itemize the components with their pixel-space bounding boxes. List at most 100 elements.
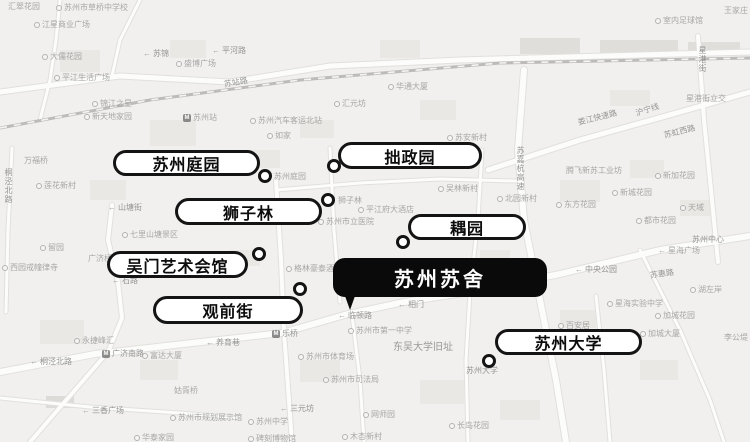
map-label-text: 苏惠路 [649, 267, 675, 280]
poi-badge-icon [170, 414, 176, 421]
map-label-text: 苏州汽车客运北站 [258, 116, 322, 125]
map-label-text: 山塘街 [118, 203, 142, 212]
map-label-text: 碑刻博物馆 [256, 434, 296, 442]
poi-callout[interactable]: 苏州大学 [495, 329, 642, 355]
poi-callout[interactable]: 吴门艺术会馆 [107, 251, 248, 278]
poi-badge-icon [267, 132, 273, 139]
poi-badge-icon [655, 17, 661, 24]
poi-callout[interactable]: 耦园 [408, 214, 526, 240]
map-label: ←平河路 [212, 46, 246, 55]
map-label-text: 华通大厦 [396, 82, 428, 91]
poi-badge-icon [449, 422, 455, 429]
poi-dot[interactable] [396, 235, 410, 249]
map-label-text: 汇元坊 [342, 99, 366, 108]
map-label: 苏虹西路 [663, 123, 696, 139]
poi-badge-icon [388, 83, 394, 90]
primary-callout[interactable]: 苏州苏舍 [333, 258, 547, 310]
map-label-text: 新加花园 [663, 171, 695, 180]
map-label-text: 莲花新村 [44, 181, 76, 190]
map-label-text: 苏州站 [193, 113, 217, 122]
map-label: ←桐泾北路 [30, 357, 72, 366]
map-label: 星海实验中学 [607, 299, 663, 308]
poi-badge-icon [318, 218, 324, 225]
poi-callout[interactable]: 狮子林 [175, 198, 322, 225]
poi-badge-icon [286, 265, 292, 272]
poi-badge-icon [248, 435, 254, 442]
map-label: ←石路 [112, 276, 138, 285]
direction-arrow-icon: ← [280, 404, 288, 413]
direction-arrow-icon: ← [398, 300, 406, 309]
poi-badge-icon [40, 244, 46, 251]
map-label: 苏州大学 [466, 366, 498, 375]
poi-callout-label: 观前街 [202, 304, 254, 321]
map-label-text: 室内足球馆 [663, 16, 703, 25]
map-label-text: 苏州市司法局 [331, 375, 379, 384]
map-label: ←相门 [398, 300, 424, 309]
poi-badge-icon [556, 201, 562, 208]
map-label: 天域 [680, 203, 704, 212]
map-label: 平江府大酒店 [358, 205, 414, 214]
poi-dot[interactable] [252, 247, 266, 261]
map-label-text: 新天地家园 [92, 112, 132, 121]
map-label-text: 广济南路 [112, 349, 144, 358]
map-label: ←苏锦 [143, 49, 169, 58]
map-label: 星港街 [698, 46, 707, 73]
map-label: ←中央公园 [575, 265, 617, 274]
map-label: 广济桥 [88, 254, 112, 263]
poi-badge-icon [84, 113, 90, 120]
map-label: 苏州庭园 [274, 172, 306, 181]
map-label: 莲花新村 [36, 181, 76, 190]
map-label: 华通大厦 [388, 82, 428, 91]
map-label-text: 吴林新村 [446, 184, 478, 193]
map-label-text: 娄江快速路 [576, 108, 618, 127]
poi-callout[interactable]: 苏州庭园 [113, 150, 260, 176]
map-label: 东吴大学旧址 [393, 343, 453, 353]
map-label: 碑刻博物馆 [248, 434, 296, 442]
map-label: ←星海广场 [658, 246, 700, 255]
poi-badge-icon [323, 376, 329, 383]
map-label: 平江生活广场 [54, 73, 110, 82]
map-label: ←养育巷 [206, 338, 240, 347]
map-label-text: 苏州市草桥中学校 [64, 3, 128, 12]
map-label-text: 中央公园 [585, 265, 617, 274]
metro-station-icon: M [183, 113, 191, 122]
buildings-layer [40, 38, 740, 420]
map-label-text: 苏州大学 [466, 366, 498, 375]
map-label: 新天地家园 [84, 112, 132, 121]
map-label-text: 湖左岸 [698, 285, 722, 294]
map-label: 华泰家园 [134, 433, 174, 442]
map-label-text: 网师园 [371, 410, 395, 419]
map-label-text: 平江府大酒店 [366, 205, 414, 214]
primary-callout-label: 苏州苏舍 [394, 269, 486, 291]
map-label-text: 苏州市规划展示馆 [178, 413, 242, 422]
map-label: 苏州市规划展示馆 [170, 413, 242, 422]
map-label-text: 加城大厦 [648, 329, 680, 338]
poi-dot[interactable] [258, 169, 272, 183]
poi-badge-icon [348, 327, 354, 334]
poi-dot[interactable] [321, 193, 335, 207]
map-label-text: 平江生活广场 [62, 73, 110, 82]
map-label: ←三香广场 [82, 406, 124, 415]
poi-dot[interactable] [293, 282, 307, 296]
metro-station-icon: M [102, 349, 110, 358]
map-label-text: 新城花园 [620, 188, 652, 197]
map-label-text: 木杏新村 [350, 432, 382, 441]
poi-dot[interactable] [482, 354, 496, 368]
poi-badge-icon [122, 231, 128, 238]
poi-badge-icon [2, 264, 8, 271]
map-label: 东方花园 [556, 200, 596, 209]
poi-badge-icon [298, 353, 304, 360]
map-label: 留园 [40, 243, 64, 252]
map-label-text: 广济桥 [88, 254, 112, 263]
poi-callout[interactable]: 观前街 [153, 296, 303, 324]
poi-callout[interactable]: 拙政园 [338, 142, 482, 169]
map-label-text: 腾飞新苏工业坊 [566, 166, 622, 175]
poi-callout-label: 苏州庭园 [152, 157, 221, 174]
map-label-text: 星海广场 [668, 246, 700, 255]
map-label-text: 王家庄 [724, 6, 748, 15]
map-label-text: 天域 [688, 203, 704, 212]
map-label: 加城大厦 [640, 329, 680, 338]
